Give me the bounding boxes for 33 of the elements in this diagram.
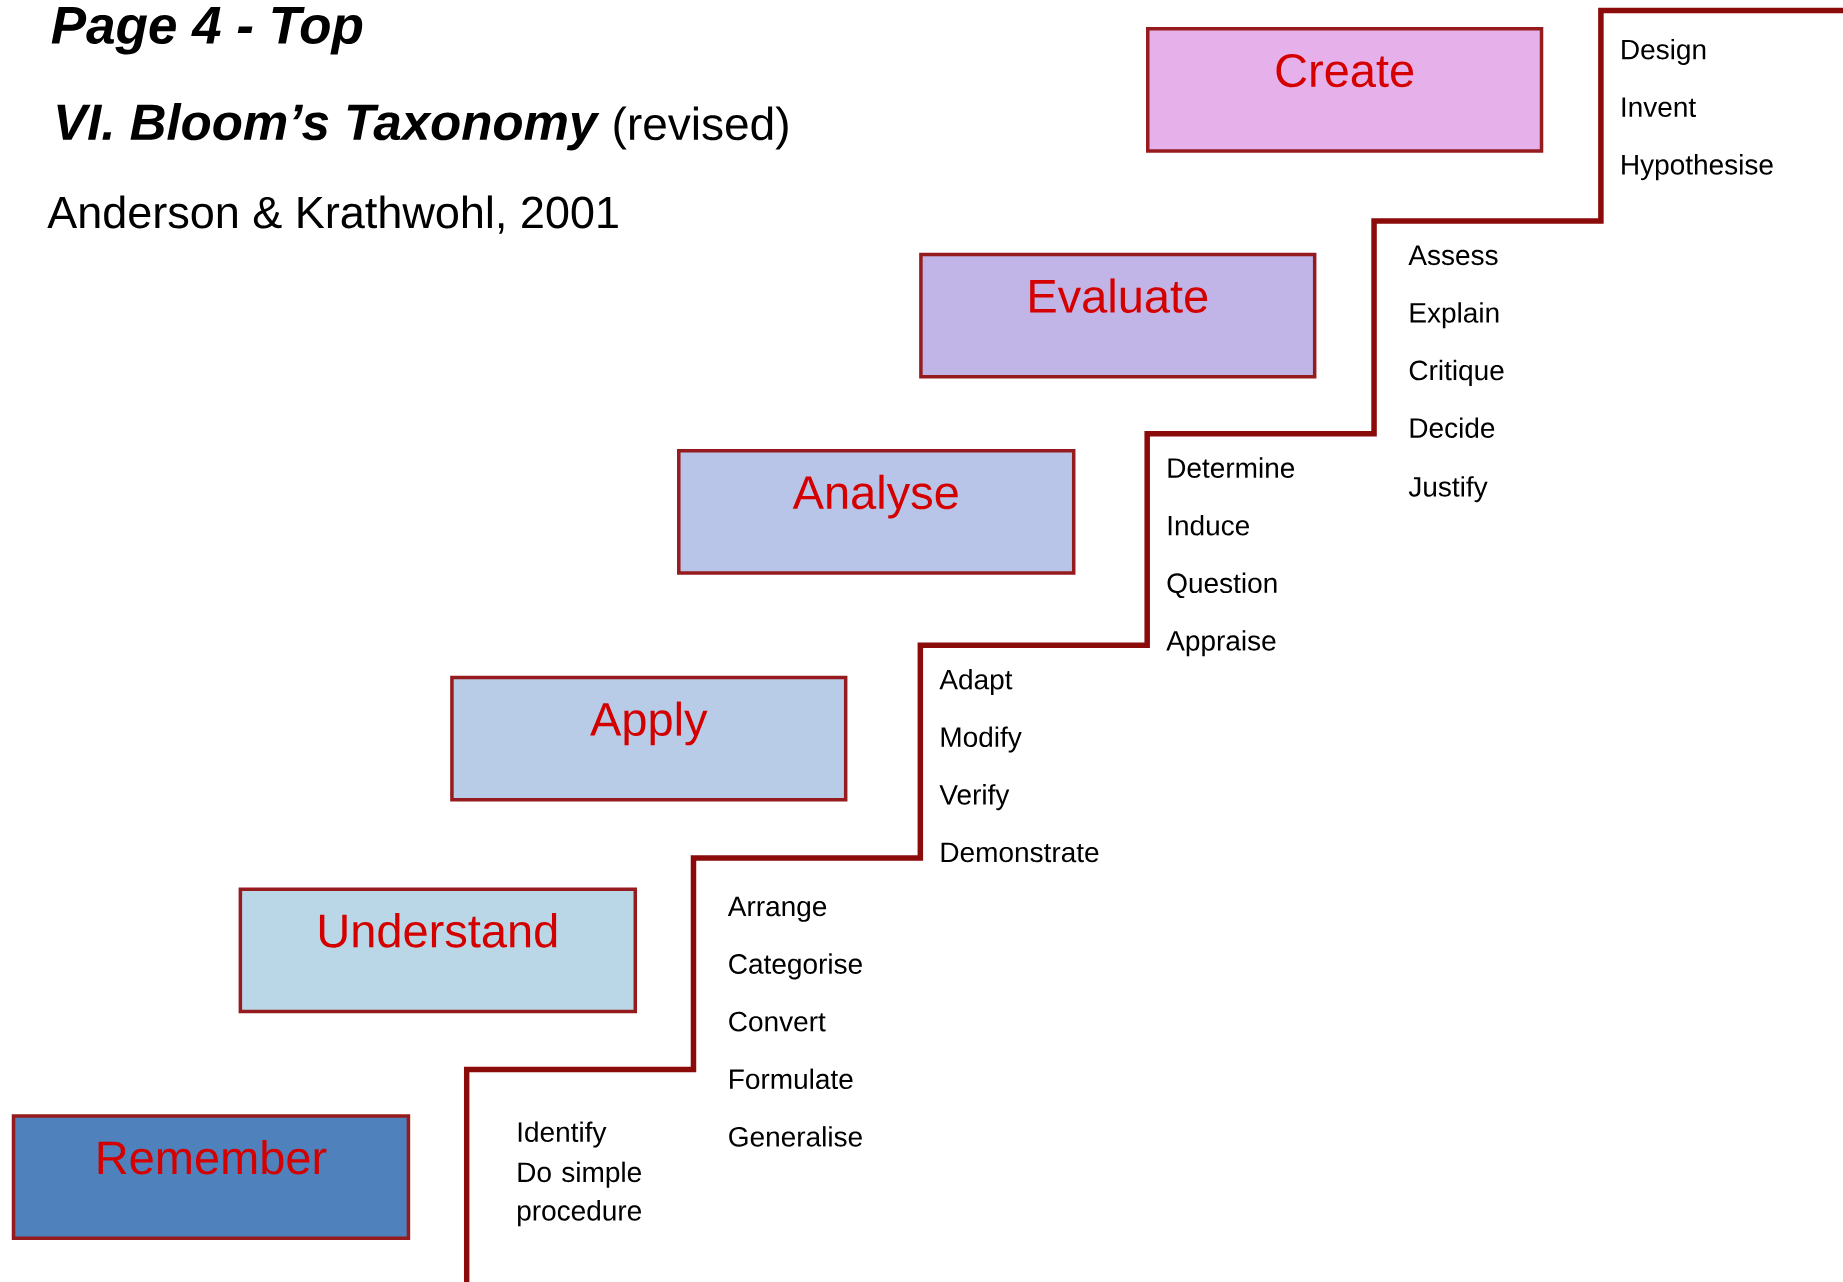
level-box: Analyse [677, 449, 1076, 575]
subtitle: VI. Bloom’s Taxonomy [57, 102, 600, 151]
verb-label: Categorise [729, 953, 862, 980]
level-box: Remember [11, 1114, 411, 1240]
verb-label: Formulate [730, 1068, 853, 1090]
verb-label: Identify [518, 1121, 607, 1148]
verb-label: Design [1622, 38, 1706, 65]
verb-label: Arrange [727, 896, 827, 922]
verb-label: Demonstrate [941, 842, 1099, 863]
verb-label: Adapt [939, 668, 1013, 695]
heading: Page 4 - Top [51, 7, 363, 55]
verb-label: Convert [729, 1011, 826, 1032]
citation: Anderson & Krathwohl, 2001 [47, 195, 618, 234]
subtitle-note: (revised) [614, 106, 788, 150]
verb-label: Critique [1409, 359, 1504, 386]
verb-label: Determine [1168, 457, 1295, 478]
verb-label: Do simple procedure [518, 1161, 641, 1227]
verb-label: Assess [1408, 245, 1498, 266]
verb-label: Modify [941, 726, 1022, 753]
verb-label: Decide [1410, 417, 1495, 438]
verb-label: Invent [1622, 97, 1696, 118]
verb-label: Induce [1168, 514, 1249, 536]
verb-label: Verify [939, 784, 1010, 811]
verb-label: Justify [1408, 476, 1488, 503]
level-box: Apply [450, 675, 848, 802]
verb-label: Question [1167, 572, 1277, 599]
verb-label: Hypothesise [1622, 154, 1773, 181]
level-box: Evaluate [919, 252, 1317, 379]
level-box: Create [1146, 27, 1544, 153]
verb-label: Appraise [1166, 630, 1276, 657]
verb-label: Generalise [729, 1126, 862, 1147]
verb-label: Explain [1410, 302, 1499, 329]
level-box: Understand [238, 887, 638, 1014]
